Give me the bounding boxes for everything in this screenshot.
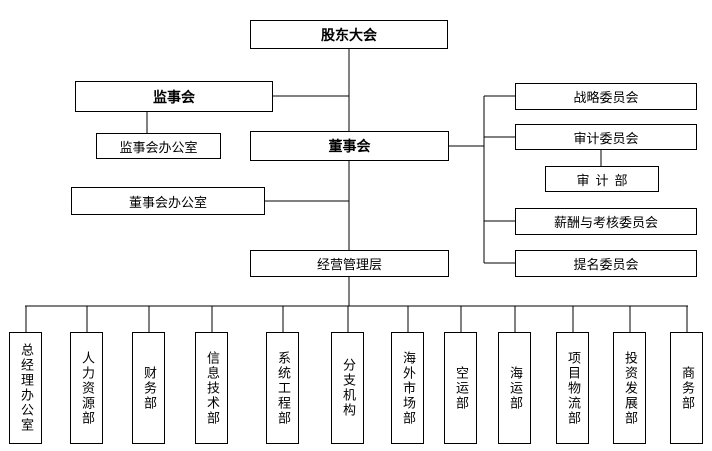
department-box: 分支机构	[331, 332, 364, 444]
strategy-committee-box: 战略委员会	[515, 83, 697, 110]
audit-committee-box: 审计委员会	[515, 124, 697, 150]
audit-dept-box: 审计部	[545, 166, 659, 192]
board-box: 董事会	[250, 131, 449, 161]
department-box: 项目物流部	[556, 332, 589, 444]
department-box: 系统工程部	[266, 332, 299, 444]
nomination-committee-box: 提名委员会	[515, 250, 697, 277]
supervisory-office-box: 监事会办公室	[96, 133, 221, 159]
department-box: 海外市场部	[391, 332, 424, 444]
department-box: 人力资源部	[70, 332, 103, 444]
department-box: 总经理办公室	[9, 332, 42, 444]
compensation-committee-box: 薪酬与考核委员会	[515, 208, 697, 235]
department-box: 信息技术部	[195, 332, 228, 444]
department-box: 空运部	[444, 332, 477, 444]
department-box: 商务部	[670, 332, 703, 444]
board-office-box: 董事会办公室	[71, 187, 265, 215]
department-box: 投资发展部	[613, 332, 646, 444]
department-box: 财务部	[132, 332, 165, 444]
department-box: 海运部	[498, 332, 531, 444]
management-box: 经营管理层	[250, 250, 449, 277]
supervisory-board-box: 监事会	[75, 81, 273, 112]
shareholders-box: 股东大会	[250, 20, 448, 49]
